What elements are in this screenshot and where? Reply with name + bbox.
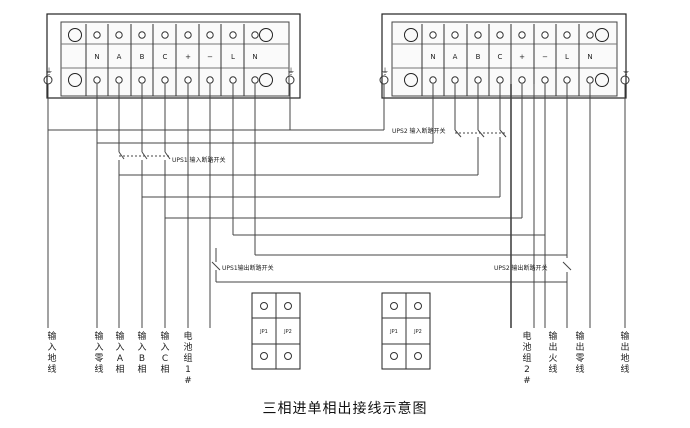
ups2-end-screw-icon — [404, 73, 418, 87]
jumper-label: JP1 — [259, 329, 268, 335]
ups1-terminal-label: + — [185, 53, 191, 61]
ups1-end-screw-icon — [68, 28, 82, 42]
ups1-terminal-label: C — [163, 53, 168, 61]
ups1-terminal-label: − — [207, 53, 213, 61]
ups1-terminal-label: L — [231, 53, 235, 61]
ups2-terminal-label: B — [476, 53, 481, 61]
ups1-input-breaker-icon — [118, 151, 171, 160]
ups2-terminal-label: N — [587, 53, 592, 61]
ups2-terminal-label: − — [542, 53, 548, 61]
bottom-terminal-label: 输出零线 — [575, 330, 584, 375]
ups2-output-switch-label: UPS2 输出断路开关 — [494, 264, 548, 272]
ups1-terminal-label: N — [252, 53, 257, 61]
jumper-label: JP2 — [413, 329, 422, 335]
ups2-terminal-label: C — [498, 53, 503, 61]
diagram-caption: 三相进单相出接线示意图 — [262, 401, 428, 417]
ups1-end-screw-icon — [259, 28, 273, 42]
ups2-terminal-label: L — [565, 53, 569, 61]
ups1-output-switch-label: UPS1输出断路开关 — [222, 264, 274, 272]
ups1-end-screw-icon — [259, 73, 273, 87]
ups2-terminal-label: + — [519, 53, 525, 61]
ups1-terminal-label: N — [94, 53, 99, 61]
ups2-output-breaker-icon — [562, 261, 572, 271]
ups1-terminal-label: A — [117, 53, 122, 61]
ground-symbol-icon: ⏚ — [45, 67, 53, 76]
ups2-terminal-block: N A B C + − L N ⏚ ⏚ — [379, 13, 630, 99]
ups1-end-screw-icon — [68, 73, 82, 87]
ups2-end-screw-icon — [595, 73, 609, 87]
ups1-terminal-block: N A B C + − L N ⏚ ⏚ — [43, 13, 301, 99]
ground-symbol-icon: ⏚ — [287, 67, 295, 76]
ups1-terminal-label: B — [140, 53, 145, 61]
ground-symbol-icon: ⏚ — [381, 67, 389, 76]
jumper-label: JP1 — [389, 329, 398, 335]
ups1-input-switch-label: UPS1 输入断路开关 — [172, 156, 226, 164]
wiring — [47, 84, 626, 328]
ups2-end-screw-icon — [595, 28, 609, 42]
bottom-terminal-label: 输出地线 — [620, 330, 629, 375]
bottom-terminal-label: 输出火线 — [548, 330, 557, 375]
jumper-block-1: JP1 JP2 — [251, 292, 301, 370]
ups2-end-screw-icon — [404, 28, 418, 42]
jumper-label: JP2 — [283, 329, 292, 335]
jumper-block-2: JP1 JP2 — [381, 292, 431, 370]
bottom-terminal-label: 输入地线 — [47, 330, 56, 375]
ups2-terminal-label: N — [430, 53, 435, 61]
ups2-input-switch-label: UPS2 输入断路开关 — [392, 127, 446, 135]
ground-symbol-icon: ⏚ — [622, 67, 630, 76]
bottom-terminal-label: 输入零线 — [94, 330, 103, 375]
ups2-input-breaker-icon — [454, 129, 507, 138]
ups2-terminal-label: A — [453, 53, 458, 61]
ups1-output-breaker-icon — [211, 261, 221, 271]
